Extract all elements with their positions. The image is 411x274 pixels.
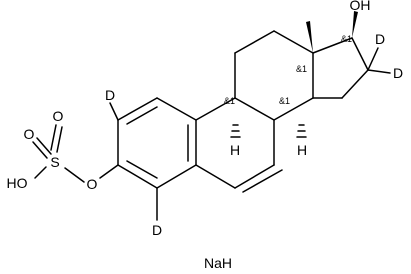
hydroxyl-label: HO bbox=[7, 175, 28, 191]
hydrogen-label: H bbox=[230, 142, 240, 158]
oxygen-label: O bbox=[87, 176, 98, 192]
bond bbox=[273, 30, 314, 54]
bond bbox=[50, 124, 57, 151]
stereo-label: &1 bbox=[341, 34, 352, 44]
oh-wedge bbox=[352, 11, 358, 38]
bond bbox=[32, 141, 48, 159]
deuterium-label: D bbox=[393, 65, 403, 81]
bond bbox=[64, 167, 85, 183]
bond bbox=[367, 47, 379, 71]
oh-label: OH bbox=[350, 0, 371, 13]
hash-bond-h14 bbox=[296, 124, 307, 138]
bond bbox=[351, 37, 369, 71]
bond bbox=[156, 164, 197, 189]
deuterium-label: D bbox=[105, 87, 115, 103]
bond bbox=[117, 97, 158, 121]
deuterium-label: D bbox=[152, 222, 162, 238]
bond bbox=[56, 126, 63, 153]
bond bbox=[36, 137, 52, 155]
methyl-wedge bbox=[306, 21, 313, 53]
oxygen-label: O bbox=[24, 126, 35, 142]
bond bbox=[34, 166, 47, 179]
bond bbox=[117, 164, 158, 189]
stereo-label: &1 bbox=[224, 96, 235, 106]
aromatic-bond bbox=[126, 160, 158, 179]
hydrogen-label: H bbox=[297, 142, 307, 158]
aromatic-bond bbox=[126, 106, 158, 125]
bond bbox=[156, 97, 197, 121]
bond bbox=[234, 30, 275, 54]
deuterium-label: D bbox=[375, 31, 385, 47]
bond bbox=[109, 102, 119, 121]
bond bbox=[367, 69, 391, 74]
counterion-label: NaH bbox=[204, 255, 232, 271]
bond bbox=[195, 164, 236, 189]
oxygen-label: O bbox=[53, 108, 64, 124]
bond bbox=[312, 37, 353, 54]
hash-bond-h9 bbox=[230, 124, 241, 138]
stereo-label: &1 bbox=[296, 64, 307, 74]
double-bond bbox=[242, 169, 283, 193]
bond bbox=[341, 69, 369, 99]
sulfur-label: S bbox=[50, 154, 59, 170]
stereo-label: &1 bbox=[279, 96, 290, 106]
bond bbox=[234, 97, 275, 121]
bond bbox=[234, 164, 275, 189]
bond bbox=[273, 97, 314, 121]
bond bbox=[99, 164, 119, 179]
bond bbox=[195, 97, 236, 121]
